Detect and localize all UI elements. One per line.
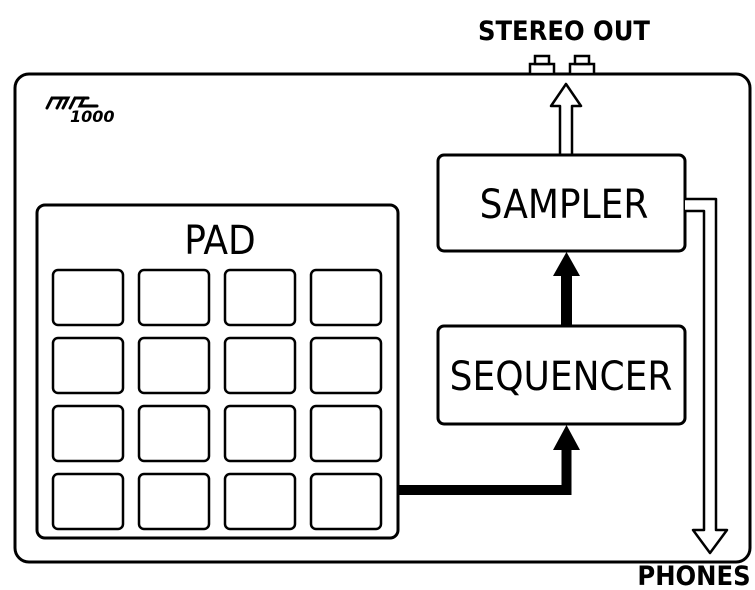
stereo-out-arrow xyxy=(549,82,583,155)
jack-right xyxy=(568,54,596,76)
pad-panel xyxy=(35,203,400,540)
phones-label: PHONES xyxy=(637,561,750,590)
pad-label: PAD xyxy=(184,218,255,264)
pad-button xyxy=(309,268,383,327)
pad-button xyxy=(223,404,297,463)
sequencer-box xyxy=(436,324,687,426)
pad-to-sequencer-arrow xyxy=(398,425,580,495)
pad-button xyxy=(223,336,297,395)
pad-button xyxy=(309,404,383,463)
device-body xyxy=(13,72,752,564)
sampler-label: SAMPLER xyxy=(480,182,649,228)
stereo-out-label: STEREO OUT xyxy=(478,16,650,47)
pad-button xyxy=(137,404,211,463)
pad-grid xyxy=(51,268,383,531)
pad-button xyxy=(137,268,211,327)
pad-button xyxy=(223,268,297,327)
pad-button xyxy=(309,336,383,395)
svg-text:1000: 1000 xyxy=(70,107,115,126)
pad-button xyxy=(51,336,125,395)
pad-button xyxy=(223,472,297,531)
pad-button xyxy=(137,472,211,531)
pad-button xyxy=(51,404,125,463)
pad-button xyxy=(51,268,125,327)
jack-left xyxy=(528,54,556,76)
sequencer-to-sampler-arrow xyxy=(553,252,580,326)
pad-button xyxy=(309,472,383,531)
pad-button xyxy=(137,336,211,395)
phones-arrow xyxy=(685,197,729,555)
pad-button xyxy=(51,472,125,531)
mpc-1000-logo: 1000 xyxy=(45,96,115,126)
sequencer-label: SEQUENCER xyxy=(450,354,673,400)
